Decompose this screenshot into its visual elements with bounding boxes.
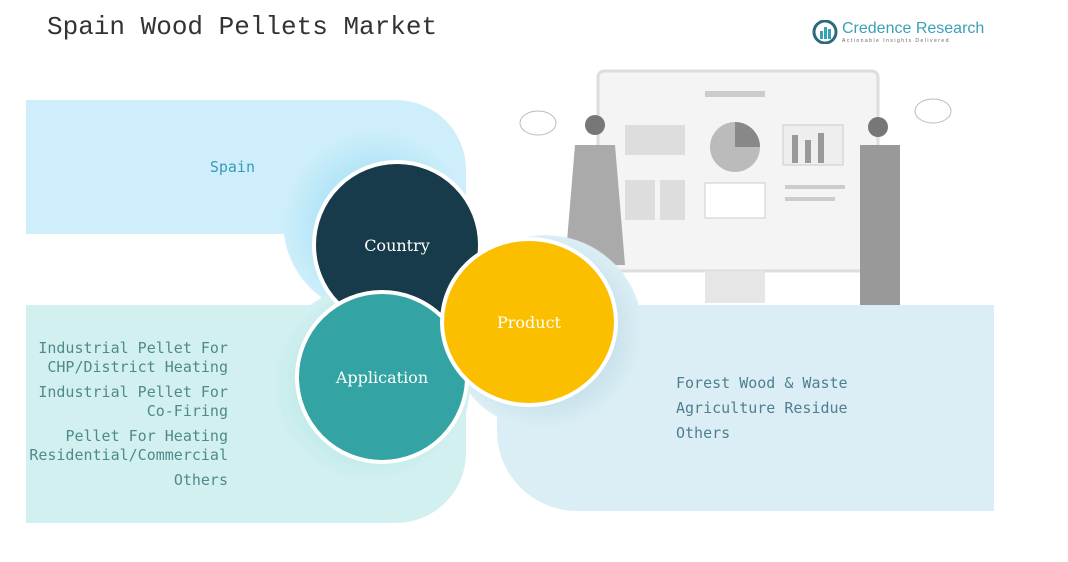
application-item: Others [173,471,228,489]
logo-tagline: Actionable Insights Delivered [842,38,950,44]
country-items: Spain [40,158,255,177]
product-items: Forest Wood & Waste Agriculture Residue … [676,374,848,449]
product-item: Others [676,424,731,442]
logo: Credence Research Actionable Insights De… [812,20,984,44]
country-label: Country [364,235,430,255]
product-circle: Product [440,237,618,407]
application-item: Pellet For Heating Residential/Commercia… [29,427,228,464]
country-item: Spain [209,158,255,176]
application-label: Application [335,367,429,387]
application-item: Industrial Pellet For CHP/District Heati… [38,339,228,376]
logo-name: Credence Research [842,20,985,37]
application-item: Industrial Pellet For Co-Firing [38,383,228,420]
presentation-illustration [519,69,952,305]
page-title: Spain Wood Pellets Market [47,12,438,42]
product-label: Product [497,312,561,332]
product-item: Agriculture Residue [676,399,848,417]
logo-icon [812,20,838,44]
application-items: Industrial Pellet For CHP/District Heati… [26,339,228,496]
product-item: Forest Wood & Waste [676,374,848,392]
